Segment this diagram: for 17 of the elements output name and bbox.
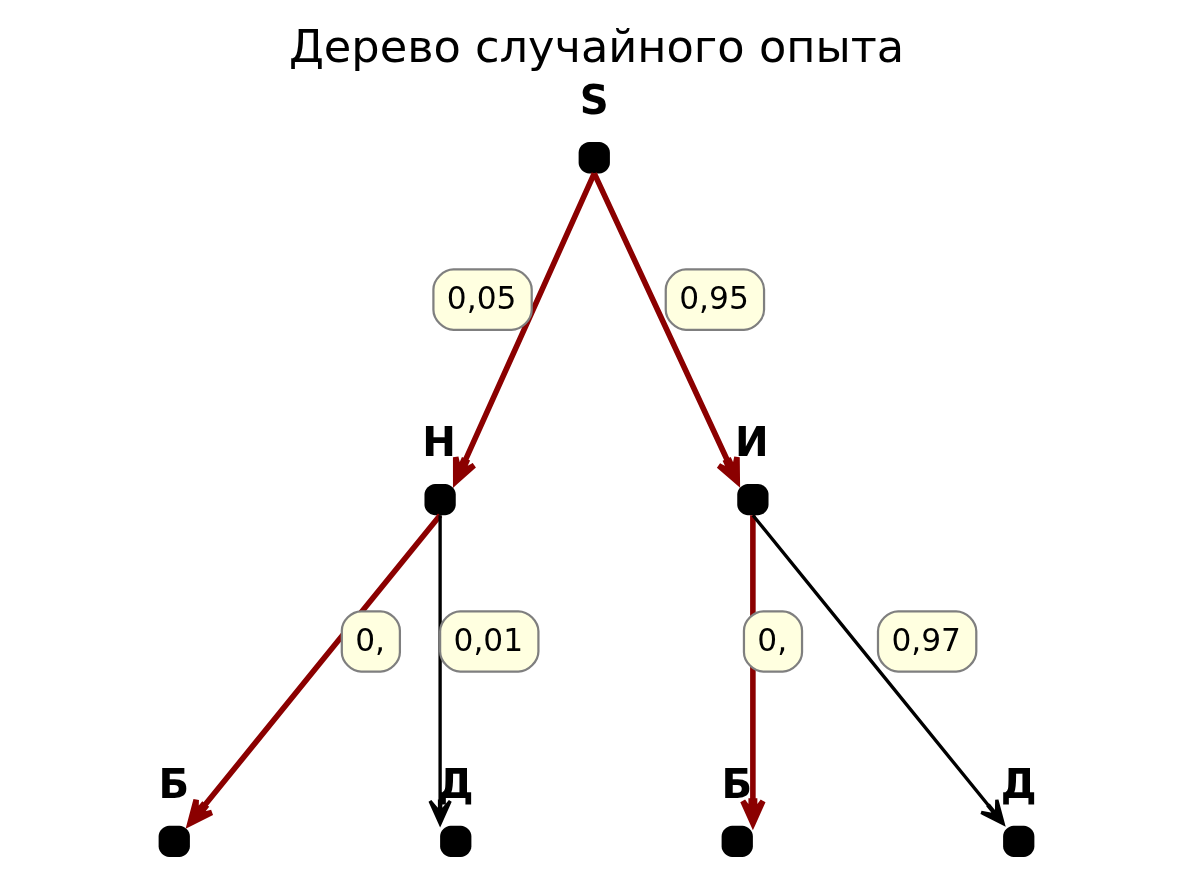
arrow bbox=[427, 515, 452, 826]
edge-label: 0,97 bbox=[890, 621, 961, 658]
edge-label: 0,01 bbox=[453, 621, 523, 658]
node-label: S bbox=[579, 76, 609, 123]
node-label: Б bbox=[158, 760, 189, 807]
edge-label: 0, bbox=[756, 621, 787, 658]
arrow bbox=[452, 172, 597, 485]
node-label: Д bbox=[1000, 760, 1037, 807]
edge-label: 0,05 bbox=[446, 279, 516, 316]
edge-label: 0, bbox=[354, 621, 385, 658]
node-label: И bbox=[734, 418, 769, 465]
arrow bbox=[186, 513, 442, 827]
edge-label: 0,95 bbox=[678, 279, 749, 316]
node-label: Б bbox=[721, 760, 752, 807]
arrow bbox=[591, 172, 740, 485]
diagram-title: Дерево случайного опыта bbox=[288, 20, 904, 73]
node-label: Н bbox=[421, 418, 456, 465]
